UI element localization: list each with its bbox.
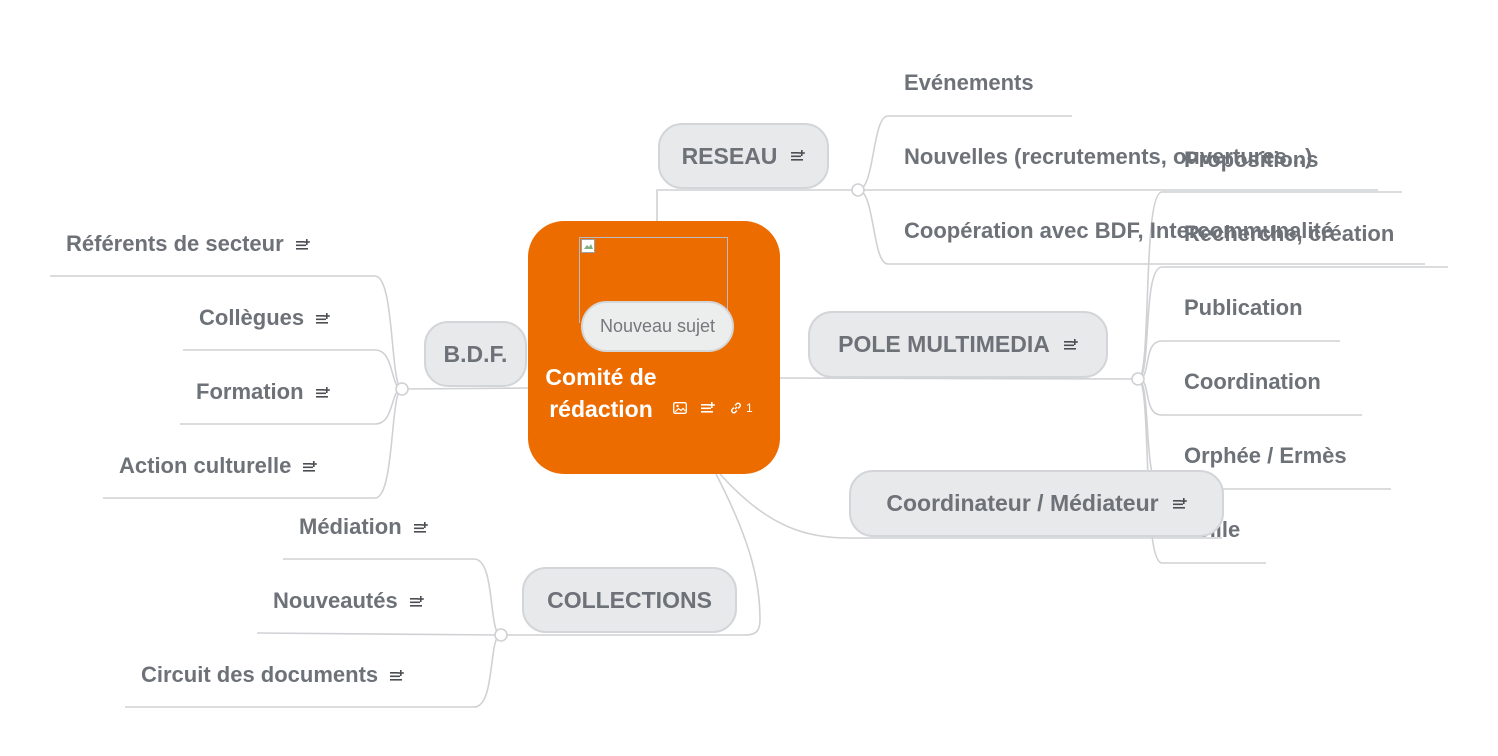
new-topic-button[interactable]: Nouveau sujet [581,301,734,352]
subtopic-label: Collègues [199,305,305,330]
central-topic-title: Comité de rédaction [545,364,657,422]
subtopic-label: Circuit des documents [141,662,379,687]
topic-label: RESEAU [681,142,778,169]
image-placeholder [579,237,728,323]
image-icon[interactable] [673,402,687,414]
subtopic-formation[interactable]: Formation [196,379,330,405]
subtopic-orphee-ermes[interactable]: Orphée / Ermès [1184,443,1347,468]
central-topic[interactable]: Nouveau sujet Comité de rédaction 1 [528,221,780,474]
subtopic-label: Médiation [299,514,402,539]
subtopic-circuit-des-documents[interactable]: Circuit des documents [141,662,404,688]
subtopic-propositions[interactable]: Propositions [1184,147,1319,172]
subtopic-cooperation[interactable]: Coopération avec BDF, Intercommunalité [904,218,1334,243]
topic-reseau[interactable]: RESEAU [658,123,829,189]
subtopic-label: Référents de secteur [66,231,284,256]
subtopic-publication[interactable]: Publication [1184,295,1303,320]
topic-coordinateur-mediateur[interactable]: Coordinateur / Médiateur [849,470,1224,537]
topic-label: COLLECTIONS [547,586,712,613]
link-icon [731,402,741,414]
subtopic-action-culturelle[interactable]: Action culturelle [119,453,318,479]
notes-icon[interactable] [390,670,404,682]
notes-icon[interactable] [1063,338,1078,351]
subtopic-referents-de-secteur[interactable]: Référents de secteur [66,231,310,257]
notes-icon[interactable] [701,402,715,414]
topic-bdf[interactable]: B.D.F. [424,321,527,387]
notes-icon[interactable] [791,150,806,162]
subtopic-collegues[interactable]: Collègues [199,305,330,331]
subtopic-recherche-creation[interactable]: Recherche, création [1184,221,1395,246]
link-indicator[interactable]: 1 [729,401,753,415]
link-count: 1 [746,401,753,415]
topic-collections[interactable]: COLLECTIONS [522,567,737,633]
notes-icon[interactable] [413,522,428,534]
subtopic-evenements[interactable]: Evénements [904,70,1034,95]
notes-icon[interactable] [1172,497,1187,510]
topic-pole-multimedia[interactable]: POLE MULTIMEDIA [808,311,1108,378]
notes-icon[interactable] [316,313,330,325]
topic-label: Coordinateur / Médiateur [886,490,1159,516]
notes-icon[interactable] [303,461,318,473]
subtopic-label: Formation [196,379,304,404]
notes-icon[interactable] [295,239,310,251]
broken-image-icon [581,239,595,253]
topic-label: B.D.F. [443,340,508,367]
notes-icon[interactable] [409,596,424,608]
subtopic-nouveautes[interactable]: Nouveautés [273,588,424,614]
subtopic-label: Action culturelle [119,453,292,478]
subtopic-coordination[interactable]: Coordination [1184,369,1321,394]
subtopic-nouvelles[interactable]: Nouvelles (recrutements, ouvertures...) [904,144,1313,169]
notes-icon[interactable] [315,387,330,399]
subtopic-label: Nouveautés [273,588,398,613]
topic-label: POLE MULTIMEDIA [838,331,1050,357]
subtopic-mediation[interactable]: Médiation [299,514,428,540]
